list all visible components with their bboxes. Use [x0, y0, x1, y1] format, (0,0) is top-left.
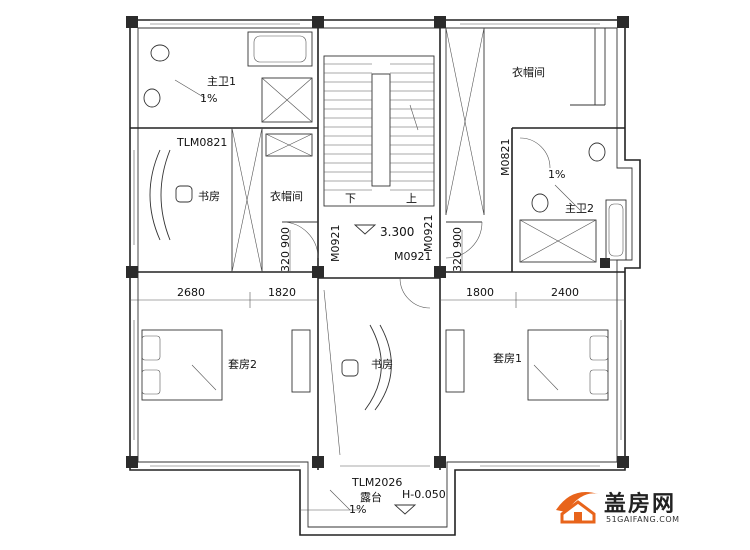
dim-door-900-b: 900 — [451, 227, 464, 248]
study-left-furniture — [149, 149, 193, 241]
stair-down: 下 — [345, 192, 356, 205]
labels: 主卫1 1% TLM0821 书房 衣帽间 下 上 3.300 M0921 衣帽… — [176, 65, 594, 516]
house-logo-icon — [556, 492, 598, 524]
room-study-left: 书房 — [198, 190, 220, 203]
dim-door-320-a: 320 — [279, 251, 292, 272]
door-m0821: M0821 — [499, 139, 512, 177]
study-center-furniture — [323, 289, 392, 456]
room-suite-1: 套房1 — [493, 352, 522, 365]
logo-site-text: 51GAIFANG.COM — [606, 515, 680, 524]
slope-bath-1: 1% — [200, 92, 217, 105]
door-swings — [281, 137, 551, 309]
dim-right-b: 2400 — [551, 286, 579, 299]
bath2-fixtures — [519, 142, 627, 263]
suite-2-furniture — [141, 329, 311, 401]
stair-up: 上 — [406, 192, 417, 205]
window-tlm2026: TLM2026 — [351, 476, 402, 489]
staircase — [323, 55, 435, 235]
suite-1-furniture — [445, 329, 609, 401]
dim-left-a: 2680 — [177, 286, 205, 299]
room-terrace: 露台 — [360, 490, 382, 504]
room-wardrobe-top-right: 衣帽间 — [512, 65, 545, 79]
dim-right-a: 1800 — [466, 286, 494, 299]
room-master-bath-1: 主卫1 — [207, 75, 236, 88]
room-master-bath-2: 主卫2 — [565, 202, 594, 215]
terrace — [300, 489, 417, 515]
room-suite-2: 套房2 — [228, 358, 257, 371]
logo-brand-text: 盖房网 — [604, 492, 677, 517]
door-m0921-c: M0921 — [422, 215, 435, 253]
door-m0921-a: M0921 — [329, 225, 342, 263]
room-wardrobe-left: 衣帽间 — [270, 189, 303, 203]
site-logo: 盖房网 51GAIFANG.COM — [552, 484, 742, 534]
windows — [133, 19, 622, 467]
wardrobe-left — [231, 127, 313, 273]
wardrobe-right — [445, 27, 485, 216]
terrace-level: H-0.050 — [402, 488, 446, 501]
dim-left-b: 1820 — [268, 286, 296, 299]
bath1-fixtures — [143, 31, 313, 123]
door-m0921-b: M0921 — [394, 250, 432, 263]
dimension-lines — [130, 230, 625, 308]
interior-walls — [130, 20, 625, 470]
slope-terrace: 1% — [349, 503, 366, 516]
slope-bath-2: 1% — [548, 168, 565, 181]
window-tlm0821: TLM0821 — [176, 136, 227, 149]
structural-columns — [126, 16, 629, 468]
stair-level: 3.300 — [380, 225, 414, 239]
dim-door-320-b: 320 — [451, 251, 464, 272]
dim-door-900-a: 900 — [279, 227, 292, 248]
room-study-center: 书房 — [371, 358, 393, 371]
rotated-labels: M0821 M0921 M0921 900 320 900 320 — [279, 139, 512, 273]
